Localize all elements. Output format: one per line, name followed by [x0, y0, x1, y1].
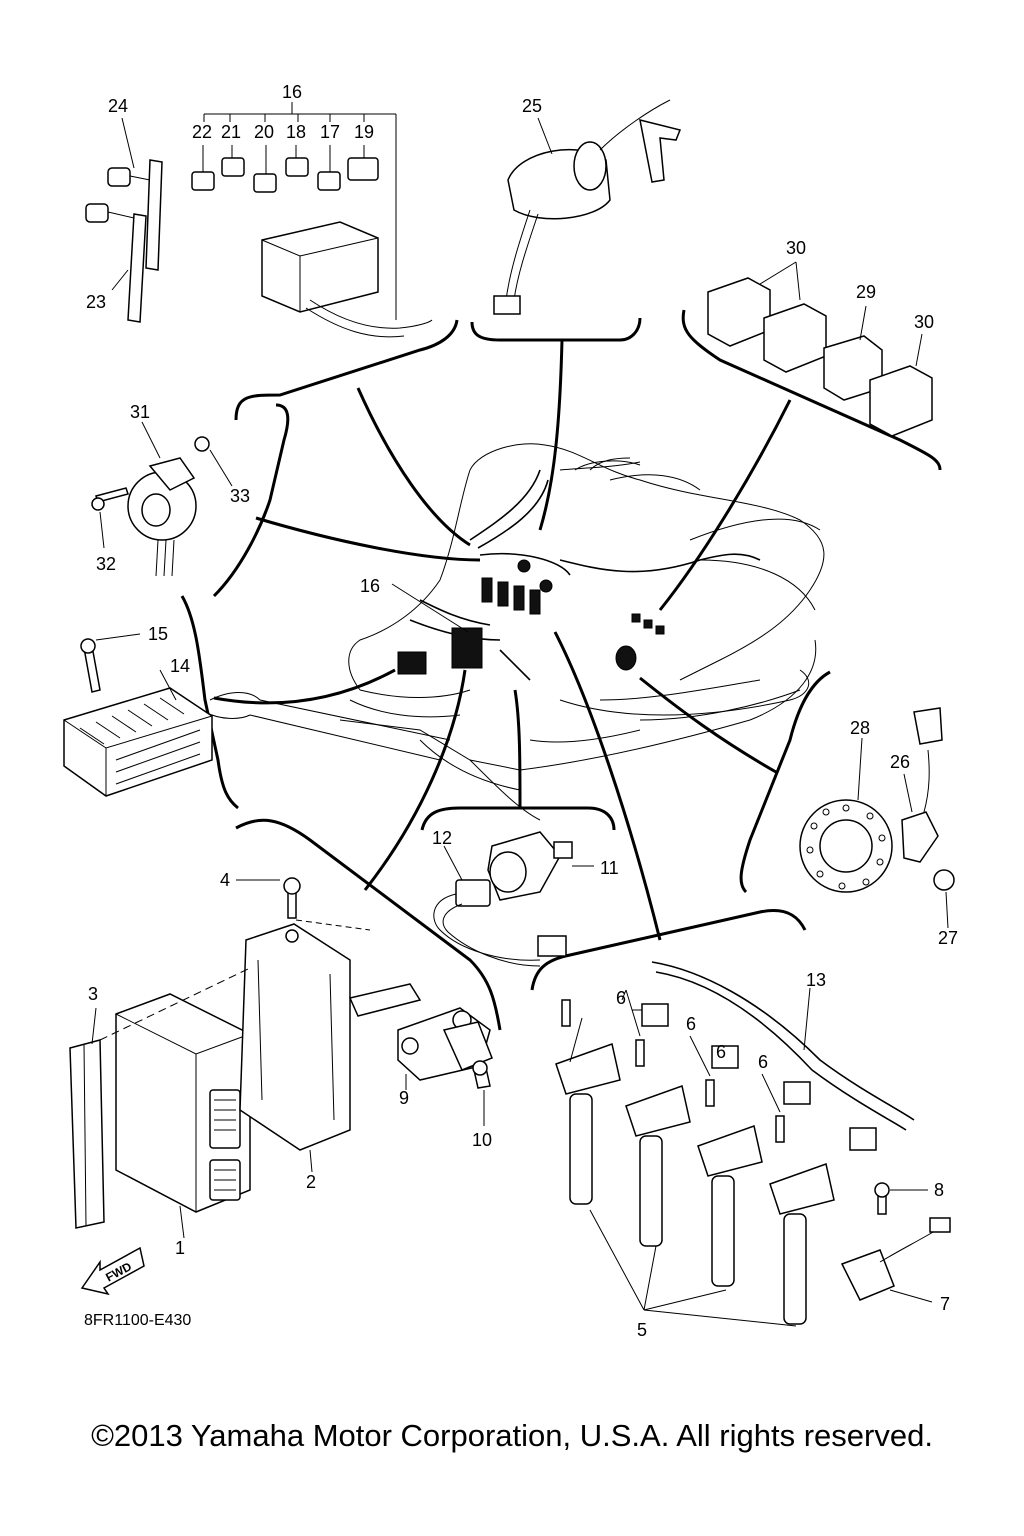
callout-24: 24 [108, 96, 128, 116]
crank-sensor [840, 1182, 951, 1303]
callout-31: 31 [130, 402, 150, 422]
fuse-box-assembly [191, 102, 433, 338]
snowmobile-outline [204, 443, 825, 821]
callout-27: 27 [938, 928, 958, 948]
rectifier-regulator [63, 633, 213, 797]
ecu-assembly [69, 877, 422, 1239]
callout-6-b: 6 [686, 1014, 696, 1034]
callout-30-b: 30 [914, 312, 934, 332]
relay-30a [707, 277, 771, 347]
callout-18: 18 [286, 122, 306, 142]
callout-28: 28 [850, 718, 870, 738]
leader-arrows [213, 339, 792, 941]
callout-6-a: 6 [616, 988, 626, 1008]
callout-4: 4 [220, 870, 230, 890]
fuse-22 [191, 145, 215, 191]
callout-3: 3 [88, 984, 98, 1004]
coil-bolts [561, 999, 785, 1143]
main-switch [493, 99, 682, 315]
callout-17: 17 [320, 122, 340, 142]
callout-14: 14 [170, 656, 190, 676]
relay-30b [763, 303, 827, 373]
callout-2: 2 [306, 1172, 316, 1192]
callout-1: 1 [175, 1238, 185, 1258]
ignition-coils-and-harness [555, 961, 951, 1327]
callout-5: 5 [637, 1320, 647, 1340]
callout-9: 9 [399, 1088, 409, 1108]
callout-21: 21 [221, 122, 241, 142]
callout-16-top: 16 [282, 82, 302, 102]
callout-32: 32 [96, 554, 116, 574]
cable-ties [85, 117, 163, 323]
callout-6-c: 6 [716, 1042, 726, 1062]
callout-6-d: 6 [758, 1052, 768, 1072]
ignition-coil-1 [555, 1017, 621, 1205]
fuse-19 [347, 145, 379, 181]
callout-10: 10 [472, 1130, 492, 1150]
forward-direction-arrow: FWD [80, 1246, 145, 1296]
callout-12: 12 [432, 828, 452, 848]
central-harness [397, 469, 761, 681]
callout-15: 15 [148, 624, 168, 644]
fuse-box [261, 221, 433, 338]
relays [707, 261, 933, 437]
callout-20: 20 [254, 122, 274, 142]
callout-19: 19 [354, 122, 374, 142]
callout-labels: 1 2 3 4 5 6 6 6 6 7 8 9 10 11 12 13 14 1… [86, 82, 958, 1340]
relay-30c [869, 365, 933, 437]
fuse-17 [317, 145, 341, 191]
copyright-notice: ©2013 Yamaha Motor Corporation, U.S.A. A… [91, 1418, 933, 1453]
callout-30-a: 30 [786, 238, 806, 258]
callout-33: 33 [230, 486, 250, 506]
ignition-coil-4 [769, 1163, 835, 1325]
fuse-20 [253, 145, 277, 193]
callout-16-center: 16 [360, 576, 380, 596]
fuse-18 [285, 145, 309, 177]
knock-sensor-assembly [91, 421, 233, 577]
callout-26: 26 [890, 752, 910, 772]
ignition-coil-2 [625, 1085, 691, 1247]
callout-23: 23 [86, 292, 106, 312]
pressure-sensor-assembly [397, 1007, 493, 1126]
sensor-and-lead [433, 831, 594, 967]
fuse-21 [221, 145, 245, 177]
callout-13: 13 [806, 970, 826, 990]
callout-29: 29 [856, 282, 876, 302]
callout-25: 25 [522, 96, 542, 116]
callout-8: 8 [934, 1180, 944, 1200]
drawing-code: 8FR1100-E430 [84, 1312, 191, 1329]
callout-11: 11 [600, 858, 619, 878]
group-brackets [180, 309, 942, 1031]
ignition-coil-3 [697, 1125, 763, 1287]
callout-22: 22 [192, 122, 212, 142]
callout-7: 7 [940, 1294, 950, 1314]
pickup-assembly [799, 707, 955, 929]
